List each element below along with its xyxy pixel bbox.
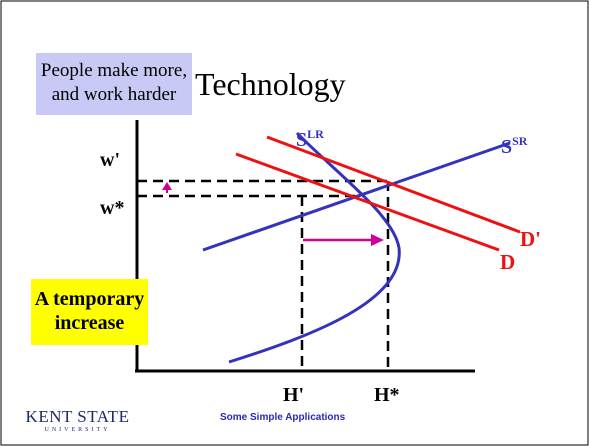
callout-bottom-line1: A temporary [34, 288, 145, 310]
s-lr-label-sup: LR [307, 127, 324, 141]
logo-sub-text: UNIVERSITY [44, 427, 111, 433]
callout-temporary-increase: A temporary increase [31, 279, 148, 345]
slide-footer: Some Simple Applications [220, 412, 346, 423]
logo-main-text: KENT STATE [25, 407, 130, 426]
employment-shift-arrowhead [371, 234, 384, 246]
demand-curve [235, 152, 500, 252]
wage-shift-arrowhead [162, 182, 172, 190]
kent-state-logo: KENT STATE UNIVERSITY [25, 408, 130, 434]
s-sr-label-base: S [501, 136, 512, 158]
s-sr-label-sup: SR [512, 134, 528, 148]
callout-top-line1: People make more, [40, 60, 188, 81]
d-label: D [500, 250, 515, 274]
callout-people-work-harder: People make more, and work harder [36, 53, 192, 115]
shifted-demand-curve [266, 135, 521, 234]
s-sr-label: SSR [501, 134, 528, 158]
w-star-label: w* [100, 197, 124, 219]
w-prime-label: w' [100, 149, 120, 171]
long-run-supply-curve [228, 131, 401, 364]
h-star-label: H* [374, 384, 400, 406]
slide-title: Technology [195, 66, 346, 102]
callout-top-line2: and work harder [51, 84, 177, 105]
s-lr-label-base: S [296, 129, 307, 151]
d-prime-label: D' [520, 227, 541, 251]
s-lr-label: SLR [296, 127, 324, 151]
callout-bottom-line2: increase [54, 312, 125, 334]
h-prime-label: H' [283, 384, 304, 406]
